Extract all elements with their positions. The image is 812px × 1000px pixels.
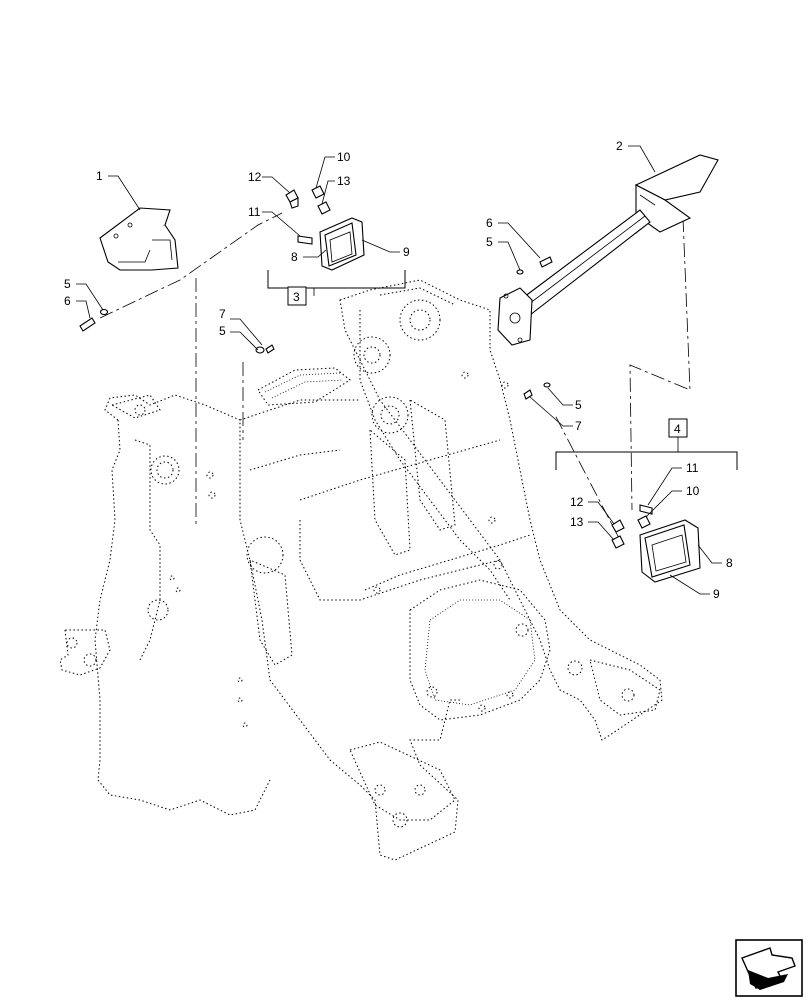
callout-box-3 [287,286,307,306]
callout-12: 12 [248,170,262,184]
leader-lines [76,145,722,595]
callout-10: 10 [686,484,700,498]
callout-7: 7 [575,419,582,433]
work-light-assembly-4 [555,451,738,583]
callout-13: 13 [570,515,584,529]
callout-10: 10 [337,150,351,164]
callout-13: 13 [337,174,351,188]
alignment-lines [99,212,691,541]
callout-3: 3 [293,290,300,304]
callout-2: 2 [616,139,623,153]
left-mirror-bracket [99,207,179,271]
right-mirror-arm [497,154,719,346]
callout-6: 6 [486,216,493,230]
callout-7: 7 [219,307,226,321]
callout-5: 5 [486,235,493,249]
callout-8: 8 [291,250,298,264]
callout-6: 6 [64,294,71,308]
next-page-arrow-icon[interactable] [735,939,803,997]
callout-12: 12 [570,495,584,509]
callout-5: 5 [219,324,226,338]
callout-box-4 [668,418,688,438]
callout-1: 1 [96,169,103,183]
loader-frame [59,279,663,861]
callout-5: 5 [64,277,71,291]
callout-labels: 1 2 5 6 7 5 6 5 5 7 12 11 10 13 8 9 11 1… [64,139,733,601]
hardware-items [79,256,553,400]
work-light-assembly-3 [267,185,406,289]
callout-4: 4 [674,422,681,436]
callout-9: 9 [713,587,720,601]
callout-5: 5 [575,398,582,412]
callout-9: 9 [403,245,410,259]
callout-8: 8 [726,556,733,570]
callout-11: 11 [248,205,261,219]
callout-11: 11 [686,461,699,475]
